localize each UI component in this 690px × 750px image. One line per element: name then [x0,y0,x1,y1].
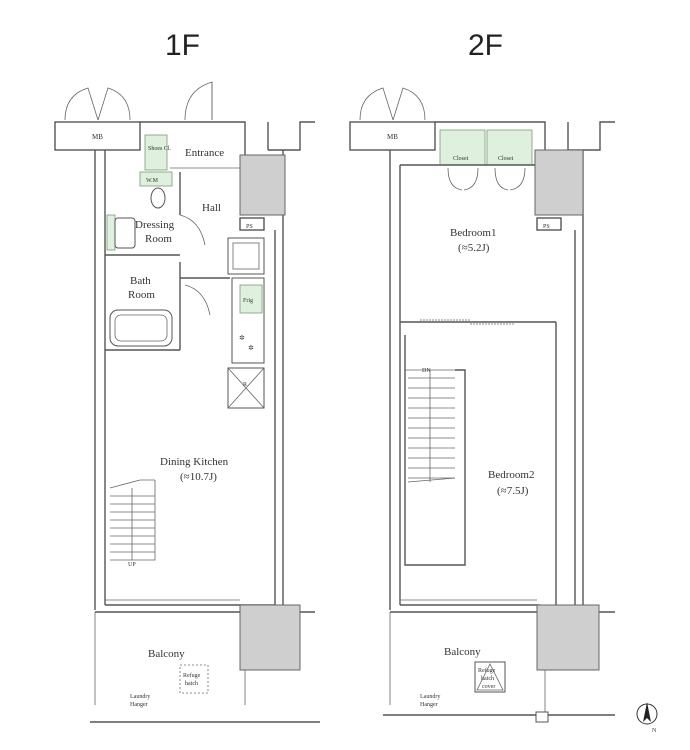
ps-label-2f: PS [543,224,550,230]
compass-north-icon: N [636,702,658,734]
washbasin [114,217,136,249]
balcony-label-2f: Balcony [444,646,481,658]
mb-box-2f [349,121,436,151]
bedroom1-label: Bedroom1 [450,227,496,239]
ps-box-2f [536,217,562,231]
refuge-label-1f-1: Refuge [183,672,201,679]
staircase-up [109,479,156,561]
bedroom2-area: (≈7.5J) [497,485,529,497]
column-1f-top [239,154,286,216]
closet-b-2f [486,129,533,166]
floor-title-1f: 1F [165,29,200,62]
column-2f-bottom [536,604,600,671]
floor-1f: MB Shoes Cl. Entrance W.M Hall PS [54,81,320,723]
hall-label: Hall [202,202,221,214]
toilet-1f [150,187,166,209]
refuge-hatch-2f [474,661,506,693]
bath-label-2: Room [128,289,155,301]
closet-a-2f [439,129,486,166]
refuge-label-1f-2: hatch [185,681,198,687]
balcony-label-1f: Balcony [148,648,185,660]
kitchen-sink [239,284,263,314]
refuge-label-2f-2: hatch [481,676,494,682]
refuge-label-2f-3: cover [482,684,495,690]
column-1f-bottom [239,604,301,671]
up-label: UP [128,562,136,568]
entrance-label: Entrance [185,147,224,159]
mb-label-1f: MB [92,133,103,141]
mb-box-1f [54,121,141,151]
dining-kitchen-area: (≈10.7J) [180,471,217,483]
svg-text:✲: ✲ [248,344,254,352]
ps-box-1f [239,217,265,231]
staircase-down [404,335,466,566]
wm-label: W.M [146,178,159,184]
fridge-label: Frig [243,298,253,304]
laundry-label-2f-2: Hanger [420,702,438,708]
washing-machine-area [139,171,173,187]
dressing-label-2: Room [145,233,172,245]
closet-b-label: Closet [498,156,514,162]
column-2f-top [534,149,584,216]
dining-kitchen-label: Dining Kitchen [160,456,229,468]
window-1f [64,81,213,121]
compass-label: N [652,728,657,734]
refuge-label-2f-1: Refuge [478,667,496,674]
mb-label-2f: MB [387,133,398,141]
dn-label: DN [422,368,431,374]
ps-label-1f: PS [246,224,253,230]
laundry-label-1f-1: Laundry [130,694,150,700]
floor-title-2f: 2F [468,29,503,62]
floor-2f: MB Closet Closet PS Bedroom1 (≈5.2J) [349,87,615,723]
refuge-hatch-1f [179,664,209,694]
laundry-label-2f-1: Laundry [420,694,440,700]
bedroom2-label: Bedroom2 [488,469,534,481]
svg-text:✲: ✲ [239,334,245,342]
laundry-label-1f-2: Hanger [130,702,148,708]
bath-label-1: Bath [130,275,151,287]
shoes-label: Shoes Cl. [148,146,172,152]
closet-a-label: Closet [453,156,469,162]
fridge-1f [227,237,265,275]
r-label: R [243,382,247,388]
shoes-closet-1f [144,134,168,171]
dressing-label-1: Dressing [135,219,175,231]
bathtub [109,309,173,347]
bedroom1-area: (≈5.2J) [458,242,490,254]
